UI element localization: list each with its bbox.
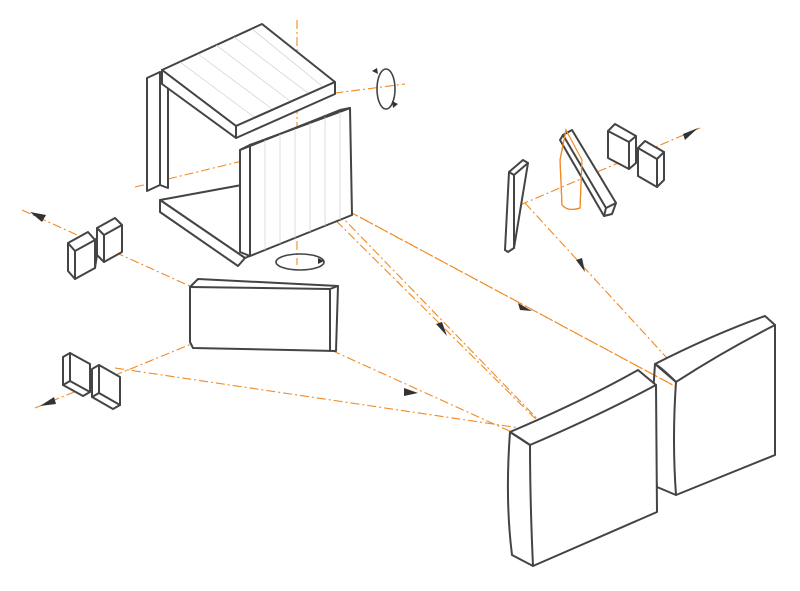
rotation-indicator-top [372,68,398,110]
prism-element [559,128,617,217]
cube-bottom-plate-front [159,199,246,267]
rotate-arrow-icon [275,253,325,271]
beam-cube-to-back-mirror-2 [349,211,711,406]
curved-mirror-front [506,369,658,567]
curved-mirror-back [651,315,776,496]
cube-right-plate-hatching [264,112,341,250]
cube-top-plate-top [161,23,336,127]
arrow-cube-to-mirror [436,322,447,336]
lens-pair-upper-left [67,217,123,280]
beam-upper-right-input [519,127,701,206]
plate-icon [189,278,339,352]
lens-pair-upper-right [607,123,665,188]
rotating-cube-assembly [146,23,353,267]
arrow-lower-left-output [40,397,56,406]
prism-icon [559,129,617,217]
cube-right-plate-top [239,107,351,151]
lens-icon [607,123,637,170]
rotation-indicator-bottom [275,253,325,271]
mirror-icon [509,369,658,567]
cube-right-plate-side [239,144,251,257]
beam-cube-to-front-mirror [299,184,581,464]
arrow-prism-to-mirror [576,258,585,272]
direction-arrows [30,128,698,406]
lens-icon [67,231,96,280]
beam-lower-left-output [34,317,256,409]
beam-splitter-plate [189,278,339,352]
cube-left-plate-side [159,71,169,189]
arrow-upper-right-input [683,128,698,140]
arrow-plate-to-mirror [404,388,418,396]
arrow-upper-left-input [30,212,46,222]
arrow-cube-to-back-mirror [518,303,532,311]
cube-top-plate-side [235,81,336,139]
flat-mirror-upper-right [504,159,529,253]
mirror-icon [654,315,776,496]
lens-pair-lower-left [62,352,121,410]
cube-left-plate-front [146,71,161,192]
cube-top-plate-hatching [179,28,323,118]
rotate-arrow-icon [376,68,396,110]
beam-plate-to-front-mirror [114,367,521,429]
